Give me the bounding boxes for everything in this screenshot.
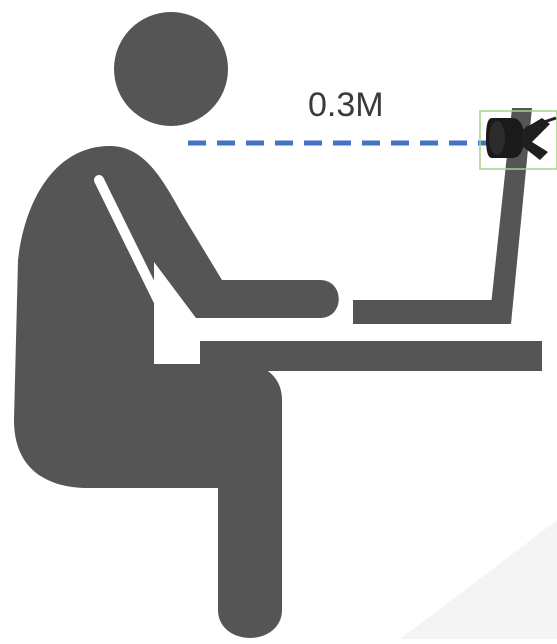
person-icon [14,12,339,638]
background-shade [400,520,557,639]
body-icon [14,146,339,638]
distance-label: 0.3M [308,88,384,122]
head-icon [114,12,228,126]
